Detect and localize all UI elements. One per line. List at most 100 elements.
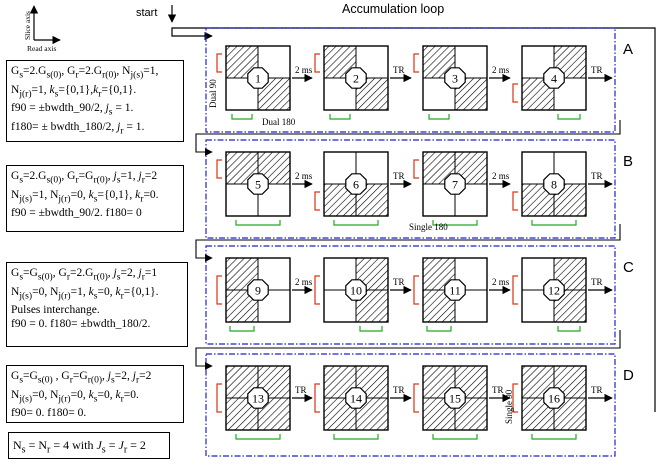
- step-number: 9: [255, 284, 261, 298]
- accumulation-loop-line: [171, 27, 656, 412]
- transition-label: TR: [393, 171, 405, 181]
- flow-connector: [195, 120, 621, 156]
- slice-square-3: 3: [422, 45, 488, 111]
- slice-square-1: 1: [225, 45, 291, 111]
- equation-line: Nj(s)=0, Nj(r)=1, ks=0, kr={0,1}.: [11, 285, 159, 301]
- dual-180-label: Dual 180: [262, 117, 296, 127]
- slice-marker: [413, 275, 419, 305]
- slice-marker: [413, 159, 419, 179]
- slice-marker: [314, 53, 320, 73]
- slice-marker: [512, 83, 518, 103]
- slice-marker: [216, 53, 222, 73]
- equation-line: Nj(s)=1, Nj(r)=0, ks={0,1}, kr=0.: [11, 188, 159, 204]
- slice-square-10: 10: [323, 257, 389, 323]
- accumulation-loop-label: Accumulation loop: [342, 2, 444, 16]
- slice-marker: [413, 53, 419, 73]
- transition-label: TR: [591, 171, 603, 181]
- step-number: 8: [551, 178, 557, 192]
- block-frame: [205, 245, 616, 345]
- slice-marker: [216, 275, 222, 305]
- transition-label: TR: [295, 385, 307, 395]
- block-frame: [205, 353, 616, 457]
- slice-square-9: 9: [225, 257, 291, 323]
- readout-marker: [428, 114, 450, 120]
- step-badge: [444, 387, 466, 409]
- transition-label: TR: [393, 65, 405, 75]
- step-number: 12: [548, 284, 560, 298]
- transition-label: TR: [591, 277, 603, 287]
- readout-marker: [432, 434, 478, 440]
- readout-marker: [235, 434, 281, 440]
- step-number: 11: [449, 284, 461, 298]
- equation-line: f90 = ±bwdth_90/2. f180= 0: [11, 207, 142, 219]
- slice-square-11: 11: [422, 257, 488, 323]
- transition-label: 2 ms: [492, 171, 510, 181]
- single-180-label: Single 180: [409, 222, 448, 232]
- readout-marker: [557, 114, 581, 120]
- step-badge: [345, 279, 367, 301]
- readout-marker: [426, 326, 452, 332]
- transition-label: TR: [591, 65, 603, 75]
- slice-square-14: 14: [323, 365, 389, 431]
- step-badge: [345, 173, 367, 195]
- block-frame: [205, 27, 616, 133]
- step-badge: [247, 279, 269, 301]
- readout-marker: [333, 434, 379, 440]
- slice-marker: [216, 383, 222, 413]
- step-number: 3: [452, 72, 458, 86]
- block-letter: D: [623, 367, 634, 384]
- equation-line: Gs=2.Gs(0), Gr=Gr(0), js=1, jr=2: [11, 170, 158, 186]
- readout-marker: [329, 114, 351, 120]
- equation-line: Gs=Gs(0), Gr=2.Gr(0), js=2, jr=1: [11, 267, 158, 283]
- transition-label: 2 ms: [295, 65, 313, 75]
- slice-marker: [512, 191, 518, 211]
- equation-line: f90= 0. f180= 0.: [11, 407, 87, 419]
- slice-marker: [216, 159, 222, 179]
- equation-line: f90 = ±bwdth_90/2, js = 1.: [11, 102, 134, 118]
- parameter-box-a: Gs=2.Gs(0), Gr=2.Gr(0), Nj(s)=1,Nj(r)=1,…: [6, 60, 184, 142]
- transition-label: 2 ms: [295, 277, 313, 287]
- equation-line: Gs=2.Gs(0), Gr=2.Gr(0), Nj(s)=1,: [11, 65, 159, 81]
- block-letter: A: [623, 41, 633, 58]
- equation-line: Gs=Gs(0) , Gr=Gr(0), js=2, jr=2: [11, 370, 152, 386]
- readout-marker: [229, 326, 255, 332]
- readout-marker: [231, 114, 253, 120]
- slice-square-6: 6: [323, 151, 389, 217]
- step-number: 2: [353, 72, 359, 86]
- readout-marker: [359, 326, 383, 332]
- axis-indicator: Slice axis Read axis: [23, 5, 61, 53]
- slice-square-2: 2: [323, 45, 389, 111]
- transition-label: TR: [393, 385, 405, 395]
- transition-label: TR: [393, 277, 405, 287]
- step-number: 1: [255, 72, 261, 86]
- step-number: 14: [350, 392, 362, 406]
- equation-line: f180= ± bwdth_180/2, jr = 1.: [11, 120, 145, 136]
- readout-marker: [531, 434, 577, 440]
- readout-marker: [531, 220, 577, 226]
- step-number: 5: [255, 178, 261, 192]
- footer-text: Ns = Nr = 4 with Js = Jr = 2: [13, 438, 146, 456]
- equation-line: Pulses interchange.: [11, 304, 100, 316]
- start-label: start: [136, 7, 157, 19]
- slice-square-13: 13: [225, 365, 291, 431]
- equation-line: Nj(s)=0, Nj(r)=0, ks=0, kr=0.: [11, 388, 139, 404]
- slice-marker: [314, 383, 320, 413]
- block-letter: C: [623, 259, 634, 276]
- step-number: 7: [452, 178, 458, 192]
- single-90-label: Single 90: [504, 389, 514, 424]
- transition-label: TR: [591, 385, 603, 395]
- read-axis-label: Read axis: [27, 44, 56, 53]
- transition-label: 2 ms: [295, 171, 313, 181]
- step-badge: [345, 67, 367, 89]
- equation-line: f90 = 0. f180= ±bwdth_180/2.: [11, 318, 151, 331]
- step-badge: [543, 387, 565, 409]
- step-badge: [543, 173, 565, 195]
- slice-axis-label: Slice axis: [23, 11, 32, 40]
- step-number: 4: [551, 72, 557, 86]
